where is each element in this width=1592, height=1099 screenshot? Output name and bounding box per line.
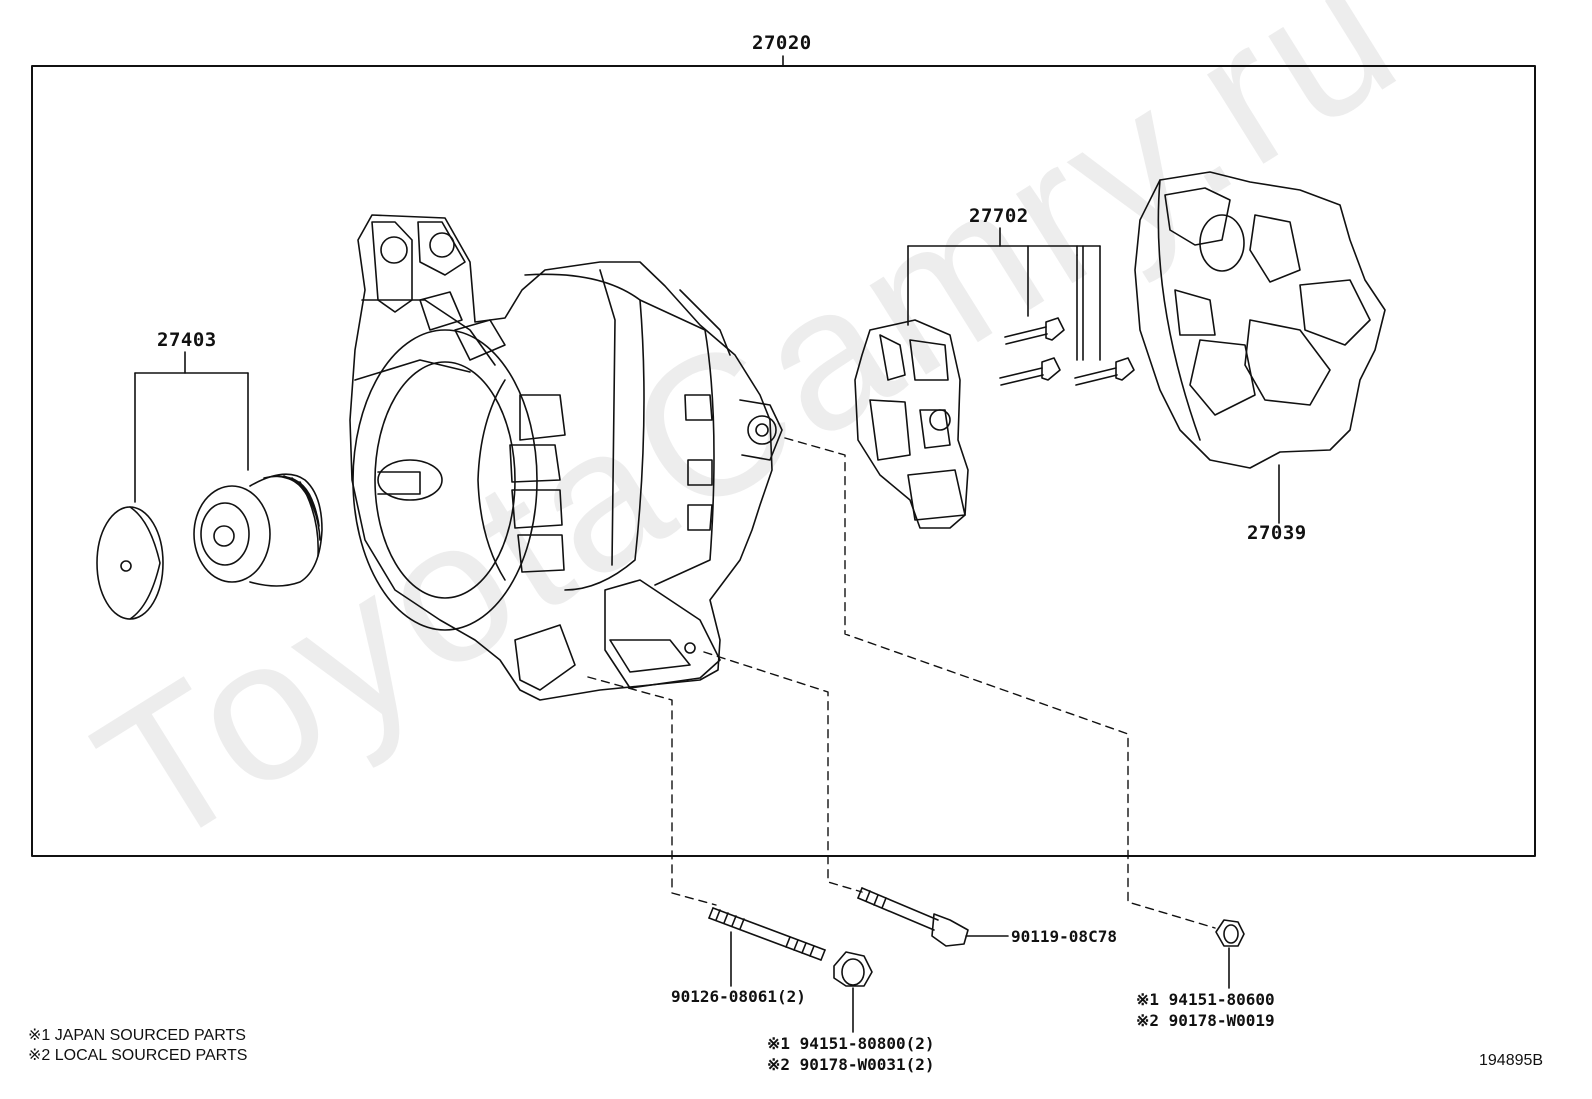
assembly-part-number: 27020 (752, 32, 812, 54)
stud-bolt-part-number: 90126-08061(2) (671, 987, 806, 1006)
legend-japan-sourced: ※1 JAPAN SOURCED PARTS (28, 1027, 246, 1044)
legend-local-sourced: ※2 LOCAL SOURCED PARTS (28, 1047, 248, 1064)
rear-cover-icon (1134, 171, 1386, 469)
regulator-screw-1-icon (1004, 317, 1065, 345)
regulator-icon (854, 319, 969, 529)
regulator-screw-3-icon (1074, 357, 1135, 386)
bolt-icon (857, 887, 969, 947)
nut-large-part-1: ※1 94151-80800(2) (767, 1034, 935, 1053)
nut-small-icon (1215, 919, 1245, 947)
regulator-part-number: 27702 (969, 205, 1029, 227)
pulley-leader (134, 351, 249, 503)
bolt-part-number: 90119-08C78 (1011, 927, 1117, 946)
pulley-icon (193, 473, 323, 587)
pulley-part-number: 27403 (157, 329, 217, 351)
assembly-frame (31, 65, 1536, 857)
alternator-body-icon (349, 214, 783, 701)
nut-small-part-1: ※1 94151-80600 (1136, 990, 1275, 1009)
nut-large-part-2: ※2 90178-W0031(2) (767, 1055, 935, 1074)
nut-large-icon (833, 951, 873, 987)
rear-cover-part-number: 27039 (1247, 522, 1307, 544)
figure-id: 194895B (1479, 1052, 1544, 1069)
stud-bolt-icon (708, 907, 826, 961)
nut-small-part-2: ※2 90178-W0019 (1136, 1011, 1275, 1030)
pulley-cap-icon (96, 506, 164, 620)
regulator-screw-2-icon (999, 357, 1061, 386)
dashed-leaders (587, 437, 1216, 929)
regulator-leader (907, 227, 1101, 361)
